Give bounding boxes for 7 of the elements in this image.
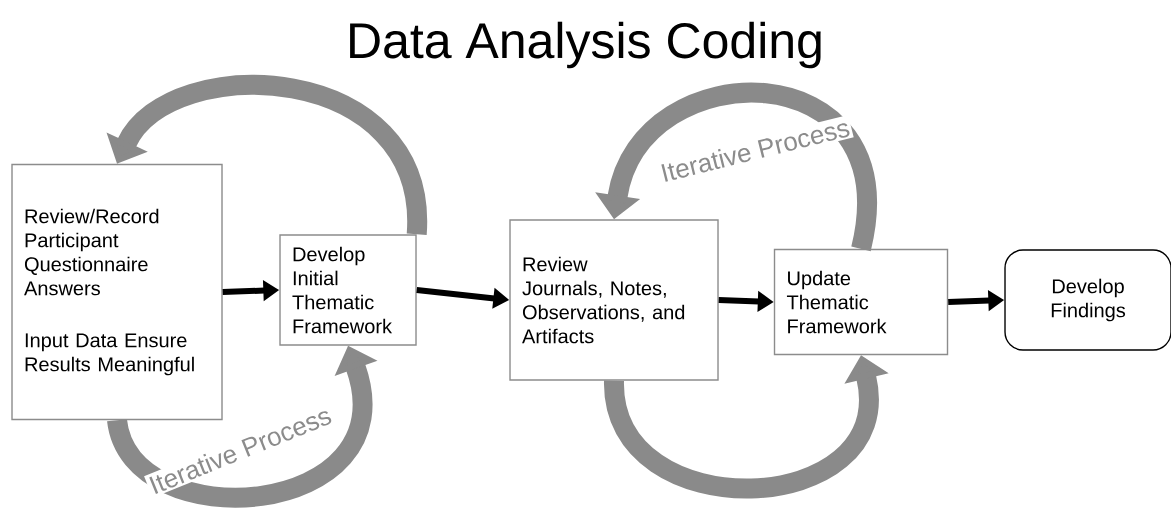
process-box: Review Journals, Notes, Observations, and Artifacts xyxy=(509,219,719,381)
title: Data Analysis Coding xyxy=(350,21,821,69)
rounded-box: Develop Findings xyxy=(1004,249,1171,351)
process-box: Update Thematic Framework xyxy=(773,248,949,356)
process-box: Develop Initial Thematic Framework xyxy=(279,234,417,346)
process-box: Review/Record Participant Questionnaire Answers Input Data Ensure Results Meaningful xyxy=(11,163,223,421)
edge-label: Iterative Process xyxy=(656,114,854,186)
